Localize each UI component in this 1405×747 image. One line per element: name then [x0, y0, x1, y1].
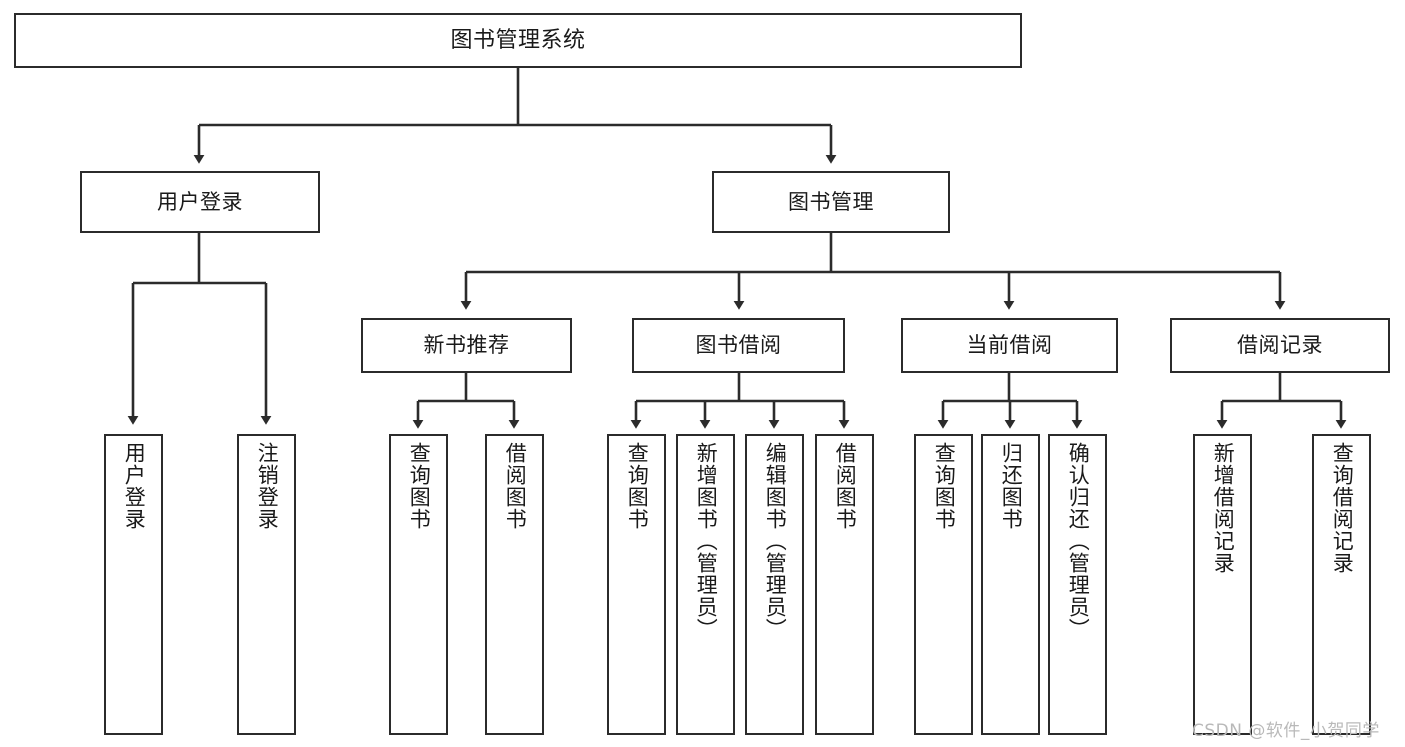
node-book-manage[interactable]: 图书管理 [712, 171, 950, 233]
node-current-borrow-label: 当前借阅 [966, 333, 1053, 358]
leaf-query-book-3-label: 查询图书 [932, 442, 957, 530]
leaf-user-login[interactable]: 用户登录 [104, 434, 163, 735]
node-borrow-record[interactable]: 借阅记录 [1170, 318, 1390, 373]
node-root[interactable]: 图书管理系统 [14, 13, 1022, 68]
leaf-borrow-book-2[interactable]: 借阅图书 [815, 434, 874, 735]
leaf-query-record[interactable]: 查询借阅记录 [1312, 434, 1371, 735]
leaf-user-logout-label: 注销登录 [255, 442, 280, 530]
leaf-query-book-1[interactable]: 查询图书 [389, 434, 448, 735]
leaf-user-login-label: 用户登录 [122, 442, 147, 530]
leaf-borrow-book-2-label: 借阅图书 [833, 442, 858, 530]
node-user-login-label: 用户登录 [157, 189, 243, 214]
leaf-borrow-book-1[interactable]: 借阅图书 [485, 434, 544, 735]
node-root-label: 图书管理系统 [450, 27, 586, 53]
leaf-query-book-1-label: 查询图书 [407, 442, 432, 530]
leaf-add-record-label: 新增借阅记录 [1211, 442, 1236, 574]
leaf-query-book-3[interactable]: 查询图书 [914, 434, 973, 735]
node-current-borrow[interactable]: 当前借阅 [901, 318, 1118, 373]
leaf-query-book-2[interactable]: 查询图书 [607, 434, 666, 735]
leaf-query-book-2-label: 查询图书 [625, 442, 650, 530]
node-borrow-record-label: 借阅记录 [1237, 333, 1323, 358]
leaf-borrow-book-1-label: 借阅图书 [503, 442, 528, 530]
node-new-book-rec-label: 新书推荐 [423, 333, 510, 358]
leaf-user-logout[interactable]: 注销登录 [237, 434, 296, 735]
leaf-return-book-label: 归还图书 [999, 442, 1024, 530]
leaf-query-record-label: 查询借阅记录 [1330, 442, 1355, 574]
node-book-borrow[interactable]: 图书借阅 [632, 318, 845, 373]
leaf-add-book[interactable]: 新增图书（管理员） [676, 434, 735, 735]
leaf-confirm-return[interactable]: 确认归还（管理员） [1048, 434, 1107, 735]
leaf-add-record[interactable]: 新增借阅记录 [1193, 434, 1252, 735]
node-user-login[interactable]: 用户登录 [80, 171, 320, 233]
watermark: CSDN @软件_小贺同学 [1192, 721, 1380, 741]
leaf-edit-book-label: 编辑图书（管理员） [763, 442, 788, 640]
node-new-book-rec[interactable]: 新书推荐 [361, 318, 572, 373]
node-book-manage-label: 图书管理 [788, 189, 874, 214]
leaf-add-book-label: 新增图书（管理员） [694, 442, 719, 640]
leaf-edit-book[interactable]: 编辑图书（管理员） [745, 434, 804, 735]
leaf-return-book[interactable]: 归还图书 [981, 434, 1040, 735]
leaf-confirm-return-label: 确认归还（管理员） [1066, 442, 1091, 640]
node-book-borrow-label: 图书借阅 [695, 333, 782, 358]
